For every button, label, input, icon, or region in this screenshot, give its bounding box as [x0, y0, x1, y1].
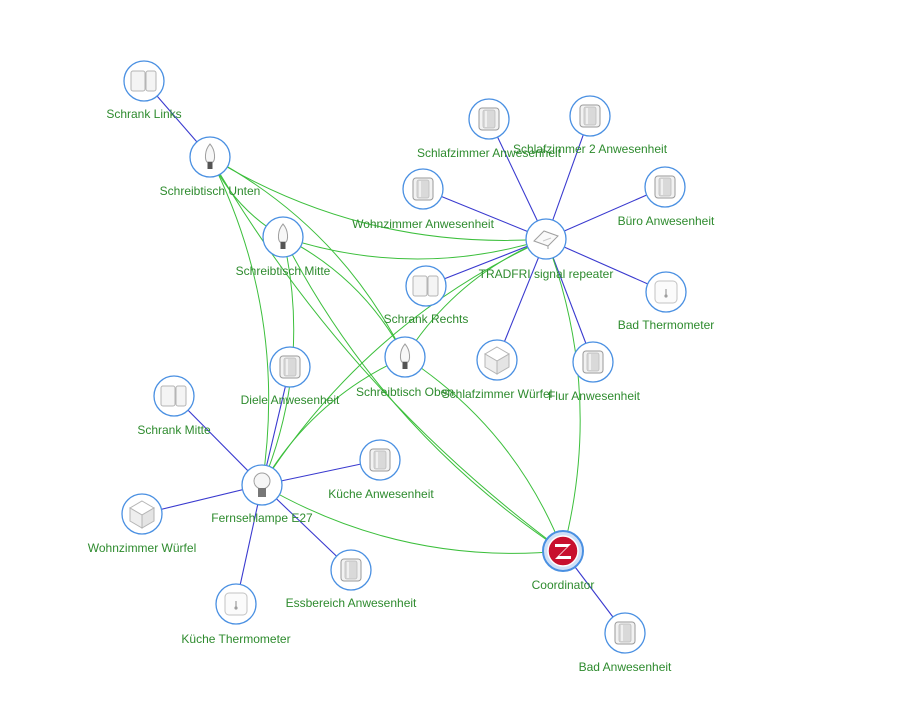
cube-icon: [484, 346, 510, 375]
node-schlafzimmer2-anw[interactable]: Schlafzimmer 2 Anwesenheit: [513, 95, 668, 156]
door-sensor-icon: [160, 385, 187, 407]
node-label: Schlafzimmer Würfel: [442, 387, 553, 401]
node-label: Schrank Links: [106, 107, 181, 121]
link-schreibtisch-oben-fernsehlampe: [261, 356, 406, 486]
node-buero-anw[interactable]: Büro Anwesenheit: [618, 166, 715, 228]
link-schlafzimmer2-anw-tradfri: [545, 115, 591, 240]
node-label: Essbereich Anwesenheit: [286, 596, 417, 610]
repeater-plug-icon: [533, 230, 559, 249]
motion-sensor-icon: [654, 175, 676, 199]
node-label: Flur Anwesenheit: [548, 389, 641, 403]
node-label: Küche Anwesenheit: [328, 487, 434, 501]
node-schlafzimmer-anw[interactable]: Schlafzimmer Anwesenheit: [417, 98, 562, 160]
node-essbereich-anw[interactable]: Essbereich Anwesenheit: [286, 549, 417, 610]
node-label: Küche Thermometer: [181, 632, 290, 646]
link-schreibtisch-unten-tradfri: [209, 156, 547, 241]
link-schlafzimmer-wuerfel-tradfri: [496, 238, 547, 361]
node-schrank-mitte[interactable]: Schrank Mitte: [137, 375, 211, 437]
link-tradfri-fernsehlampe: [261, 238, 547, 486]
node-schrank-links[interactable]: Schrank Links: [106, 60, 182, 121]
node-label: Schreibtisch Oben: [356, 385, 454, 399]
node-schreibtisch-unten[interactable]: Schreibtisch Unten: [160, 136, 261, 198]
node-label: Büro Anwesenheit: [618, 214, 715, 228]
link-schlafzimmer-anw-tradfri: [488, 118, 547, 240]
node-tradfri[interactable]: TRADFRI signal repeater: [479, 218, 614, 281]
link-wohnzimmer-anw-tradfri: [422, 188, 547, 240]
link-schreibtisch-mitte-coordinator: [282, 236, 564, 552]
node-diele-anw[interactable]: Diele Anwesenheit: [241, 346, 340, 407]
node-label: Schrank Mitte: [137, 423, 211, 437]
node-label: Schlafzimmer 2 Anwesenheit: [513, 142, 668, 156]
link-schreibtisch-oben-coordinator: [404, 356, 564, 552]
node-kueche-anw[interactable]: Küche Anwesenheit: [328, 439, 434, 501]
node-wohnzimmer-anw[interactable]: Wohnzimmer Anwesenheit: [352, 168, 495, 231]
link-schreibtisch-mitte-tradfri: [282, 236, 547, 260]
link-schreibtisch-mitte-schreibtisch-oben: [282, 236, 406, 358]
door-sensor-icon: [412, 275, 439, 297]
node-schrank-rechts[interactable]: Schrank Rechts: [384, 265, 469, 326]
motion-sensor-icon: [579, 104, 601, 128]
link-tradfri-coordinator: [545, 238, 581, 552]
node-schreibtisch-mitte[interactable]: Schreibtisch Mitte: [236, 216, 331, 278]
link-schrank-mitte-fernsehlampe: [173, 395, 263, 486]
node-label: Coordinator: [532, 578, 595, 592]
node-schreibtisch-oben[interactable]: Schreibtisch Oben: [356, 336, 454, 399]
node-label: TRADFRI signal repeater: [479, 267, 614, 281]
link-buero-anw-tradfri: [545, 186, 666, 240]
node-label: Wohnzimmer Anwesenheit: [352, 217, 495, 231]
node-bad-thermo[interactable]: Bad Thermometer: [618, 271, 715, 332]
link-fernsehlampe-coordinator: [261, 484, 564, 554]
candle-bulb-icon: [399, 343, 411, 369]
node-label: Schlafzimmer Anwesenheit: [417, 146, 562, 160]
candle-bulb-icon: [277, 223, 289, 249]
motion-sensor-icon: [478, 107, 500, 131]
link-bad-thermo-tradfri: [545, 238, 667, 293]
node-label: Bad Thermometer: [618, 318, 715, 332]
bulb-icon: [253, 472, 271, 497]
motion-sensor-icon: [279, 355, 301, 379]
zigbee-logo-icon: [547, 535, 579, 567]
node-label: Schrank Rechts: [384, 312, 469, 326]
link-schreibtisch-unten-fernsehlampe: [209, 156, 270, 486]
node-schlafzimmer-wuerfel[interactable]: Schlafzimmer Würfel: [442, 339, 553, 401]
motion-sensor-icon: [412, 177, 434, 201]
link-schreibtisch-unten-coordinator: [209, 156, 564, 552]
node-label: Diele Anwesenheit: [241, 393, 340, 407]
motion-sensor-icon: [369, 448, 391, 472]
thermometer-icon: [654, 280, 678, 304]
motion-sensor-icon: [340, 558, 362, 582]
link-schrank-rechts-tradfri: [425, 238, 547, 287]
node-label: Wohnzimmer Würfel: [88, 541, 196, 555]
node-flur-anw[interactable]: Flur Anwesenheit: [548, 341, 641, 403]
node-kueche-thermo[interactable]: Küche Thermometer: [181, 583, 291, 646]
node-coordinator[interactable]: Coordinator: [532, 530, 595, 592]
motion-sensor-icon: [614, 621, 636, 645]
node-label: Schreibtisch Mitte: [236, 264, 331, 278]
node-fernsehlampe[interactable]: Fernsehlampe E27: [211, 464, 313, 525]
door-sensor-icon: [130, 70, 157, 92]
candle-bulb-icon: [204, 143, 216, 169]
node-bad-anw[interactable]: Bad Anwesenheit: [579, 612, 672, 674]
cube-icon: [129, 500, 155, 529]
node-label: Schreibtisch Unten: [160, 184, 261, 198]
node-label: Bad Anwesenheit: [579, 660, 672, 674]
motion-sensor-icon: [582, 350, 604, 374]
node-wohnzimmer-wuerfel[interactable]: Wohnzimmer Würfel: [88, 493, 196, 555]
thermometer-icon: [224, 592, 248, 616]
node-label: Fernsehlampe E27: [211, 511, 313, 525]
